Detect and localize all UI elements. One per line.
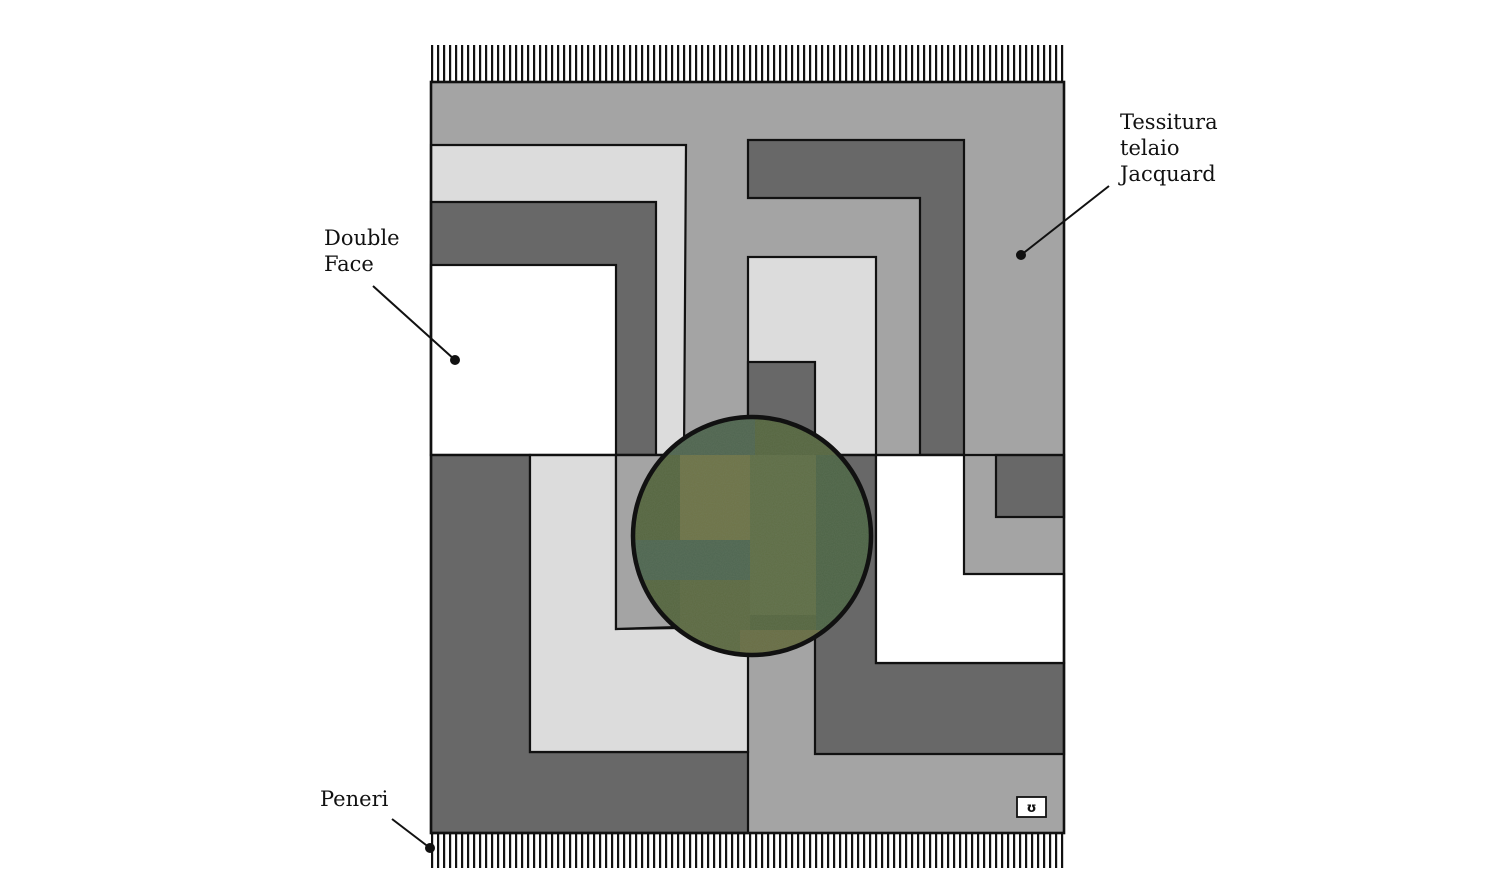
peneri-label: Peneri — [320, 787, 389, 811]
double-face-label: Double Face — [324, 225, 400, 277]
tessitura-label-line: Tessitura — [1120, 110, 1218, 134]
bottom-fringe — [431, 833, 1064, 868]
tessitura-label-line: telaio — [1120, 136, 1180, 160]
double-face-label-line: Face — [324, 252, 374, 276]
double-face-marker — [450, 355, 460, 365]
peneri-marker — [425, 843, 435, 853]
top-fringe — [431, 45, 1064, 82]
blanket-border — [429, 80, 1066, 835]
peneri-leader — [391, 818, 431, 849]
logo-glyph: ʊ — [1026, 801, 1036, 816]
fabric-detail-lens — [633, 417, 871, 655]
double-face-leader — [372, 285, 456, 361]
logo-tag — [1016, 796, 1047, 818]
tessitura-leader — [1020, 185, 1110, 256]
tessitura-marker — [1016, 250, 1026, 260]
tessitura-label-line: Jacquard — [1120, 162, 1216, 186]
right-dark-block — [994, 453, 1066, 519]
tessitura-label: Tessitura telaio Jacquard — [1120, 109, 1218, 187]
lens-rim — [630, 414, 874, 658]
double-face-label-line: Double — [324, 226, 400, 250]
